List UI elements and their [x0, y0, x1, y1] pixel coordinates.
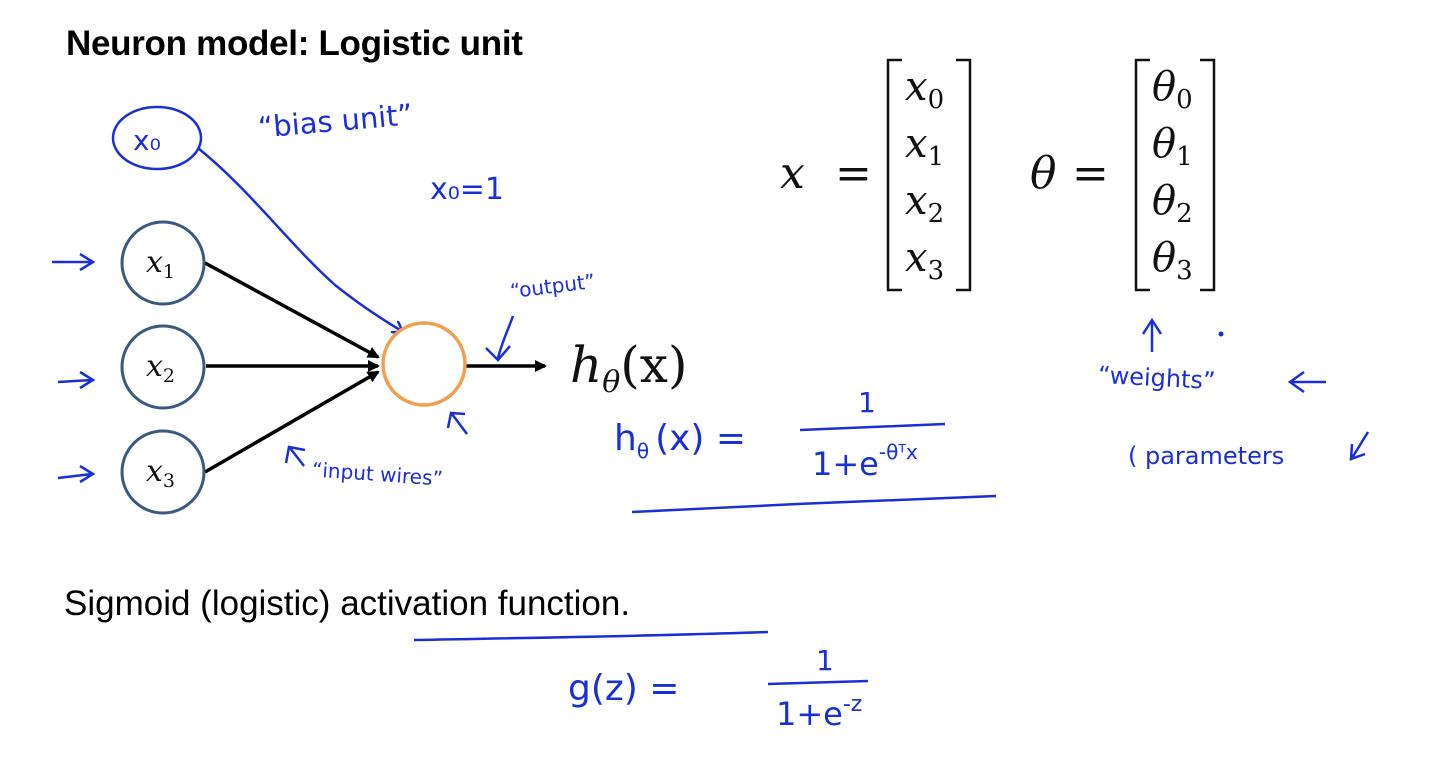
hypothesis-numerator: 1 [858, 386, 876, 419]
theta-vector-left-bracket [1134, 58, 1150, 292]
slide-title: Neuron model: Logistic unit [66, 24, 523, 63]
theta-vector-entry-2: θ2 [1152, 178, 1193, 229]
hypothesis-theta: θ [636, 439, 650, 463]
weights-pointer-arrow [1287, 370, 1326, 394]
activation-underline [413, 630, 769, 642]
node-pointer-arrow [446, 411, 468, 435]
hypothesis-underline [631, 494, 997, 514]
output-label: hθ(x) [570, 336, 687, 400]
input-node-2-label: x2 [146, 349, 175, 387]
x-vector-equals: = [835, 148, 872, 199]
hypothesis-den-base: 1+e [812, 445, 879, 483]
bias-wire [197, 147, 400, 330]
sigmoid-formula-lhs: g(z) = [568, 668, 680, 709]
theta-vector-entry-0: θ0 [1152, 64, 1193, 115]
input-node-1-label: x1 [146, 245, 175, 283]
hypothesis-den-exponent: -θᵀx [878, 440, 918, 464]
input-wires-pointer-arrow [284, 445, 306, 467]
ink-dot [1218, 331, 1224, 337]
sigmoid-den-exponent: -z [842, 692, 863, 717]
bias-node [111, 105, 203, 171]
sigmoid-fraction-bar [767, 679, 869, 686]
theta-vector-entry-3: θ3 [1152, 235, 1193, 286]
parameters-pointer-arrow [1349, 431, 1370, 461]
input-wire-3 [204, 370, 380, 474]
slide-subtitle: Sigmoid (logistic) activation function. [64, 584, 631, 623]
theta-vector-entry-1: θ1 [1152, 121, 1193, 172]
x-vector-name: x [780, 148, 805, 199]
input-arrows [52, 252, 96, 484]
input-node-1 [120, 220, 206, 306]
input-node-3 [120, 429, 206, 515]
x-vector-left-bracket [886, 58, 902, 292]
logistic-unit-node [381, 321, 467, 407]
hypothesis-h: h [614, 418, 637, 459]
sigmoid-den-base: 1+e [776, 695, 843, 733]
x-vector-entry-1: x1 [905, 121, 944, 172]
output-pointer-arrow [485, 315, 515, 362]
x-vector-entry-3: x3 [905, 235, 944, 286]
hypothesis-arg: (x) = [655, 418, 747, 459]
theta-vector-name: θ [1030, 148, 1057, 199]
x-vector-entry-2: x2 [905, 178, 944, 229]
theta-pointer-arrow [1141, 317, 1163, 352]
x0-equals-one-annotation: x₀=1 [430, 172, 505, 207]
input-node-2 [120, 324, 206, 410]
input-node-3-label: x3 [146, 454, 175, 492]
sigmoid-numerator: 1 [816, 644, 834, 677]
x-vector-entry-0: x0 [905, 64, 944, 115]
parameters-annotation: ( parameters [1128, 442, 1285, 470]
bias-node-label: x₀ [133, 124, 161, 157]
theta-vector-right-bracket [1200, 58, 1216, 292]
input-wire-1 [204, 261, 380, 359]
x-vector-right-bracket [956, 58, 972, 292]
hypothesis-formula-lhs: hθ(x) = [614, 418, 746, 463]
hypothesis-denominator: 1+e-θᵀx [812, 440, 918, 483]
hypothesis-fraction-bar [799, 422, 946, 432]
theta-vector-equals: = [1072, 148, 1109, 199]
sigmoid-denominator: 1+e-z [776, 692, 862, 733]
